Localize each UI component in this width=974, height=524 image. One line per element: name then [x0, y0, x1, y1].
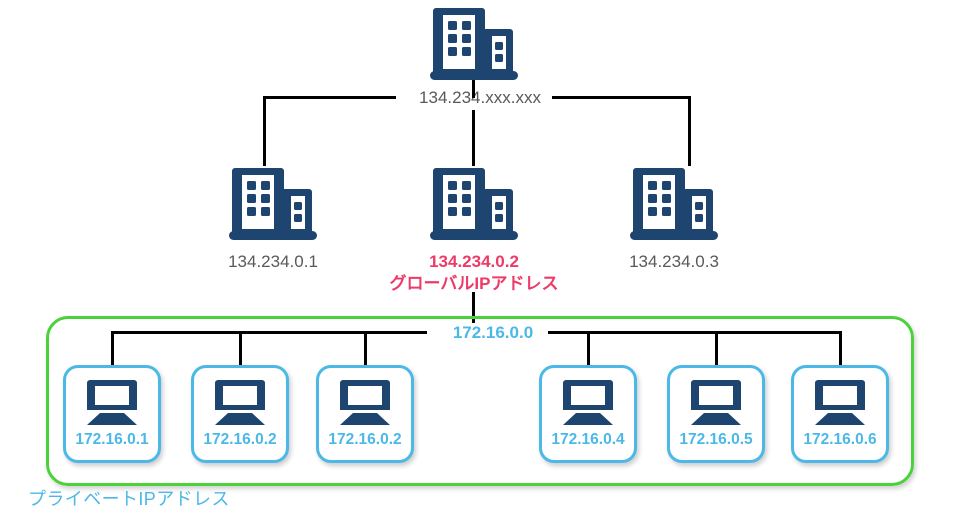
connector-private-bus-right — [548, 331, 841, 334]
client-node-3[interactable]: 172.16.0.2 — [316, 365, 414, 463]
site-address-label-2: 134.234.0.2 — [429, 252, 519, 271]
isp-address-label: 134.234.xxx.xxx — [395, 88, 565, 109]
connector-bus-to-client-3 — [364, 331, 367, 365]
client-address-label-5: 172.16.0.5 — [679, 431, 753, 448]
site-building-icon-1 — [229, 164, 317, 242]
isp-building-icon — [430, 4, 518, 82]
client-node-2[interactable]: 172.16.0.2 — [191, 365, 289, 463]
laptop-icon — [815, 380, 865, 425]
connector-bus-to-site-3 — [688, 96, 691, 166]
client-node-5[interactable]: 172.16.0.5 — [667, 365, 765, 463]
connector-private-bus-left — [111, 331, 427, 334]
connector-bus-to-client-1 — [111, 331, 114, 365]
site-building-icon-3 — [630, 164, 718, 242]
client-address-label-1: 172.16.0.1 — [75, 431, 149, 448]
connector-isp-to-bus — [472, 80, 475, 98]
connector-site-2-to-private-network — [472, 292, 475, 332]
laptop-icon — [215, 380, 265, 425]
client-address-label-6: 172.16.0.6 — [803, 431, 877, 448]
laptop-icon — [87, 380, 137, 425]
connector-bus-to-site-1 — [263, 96, 266, 166]
private-network-boundary — [46, 316, 914, 486]
client-node-4[interactable]: 172.16.0.4 — [539, 365, 637, 463]
connector-bus-right — [552, 96, 691, 99]
client-address-label-3: 172.16.0.2 — [328, 431, 402, 448]
client-node-1[interactable]: 172.16.0.1 — [63, 365, 161, 463]
site-address-label-3: 134.234.0.3 — [629, 252, 719, 271]
connector-bus-to-client-4 — [587, 331, 590, 365]
site-building-icon-2 — [430, 164, 518, 242]
connector-bus-to-client-5 — [715, 331, 718, 365]
site-address-label-1: 134.234.0.1 — [228, 252, 318, 271]
connector-bus-left — [263, 96, 396, 99]
laptop-icon — [691, 380, 741, 425]
connector-bus-to-client-6 — [839, 331, 842, 365]
connector-bus-to-site-2 — [472, 110, 475, 166]
global-ip-caption: グローバルIPアドレス — [389, 274, 559, 293]
connector-bus-to-client-2 — [239, 331, 242, 365]
laptop-icon — [563, 380, 613, 425]
laptop-icon — [340, 380, 390, 425]
private-bus-label: 172.16.0.0 — [427, 323, 559, 344]
private-network-caption: プライベートIPアドレス — [28, 489, 230, 509]
client-address-label-4: 172.16.0.4 — [551, 431, 625, 448]
client-node-6[interactable]: 172.16.0.6 — [791, 365, 889, 463]
client-address-label-2: 172.16.0.2 — [203, 431, 277, 448]
